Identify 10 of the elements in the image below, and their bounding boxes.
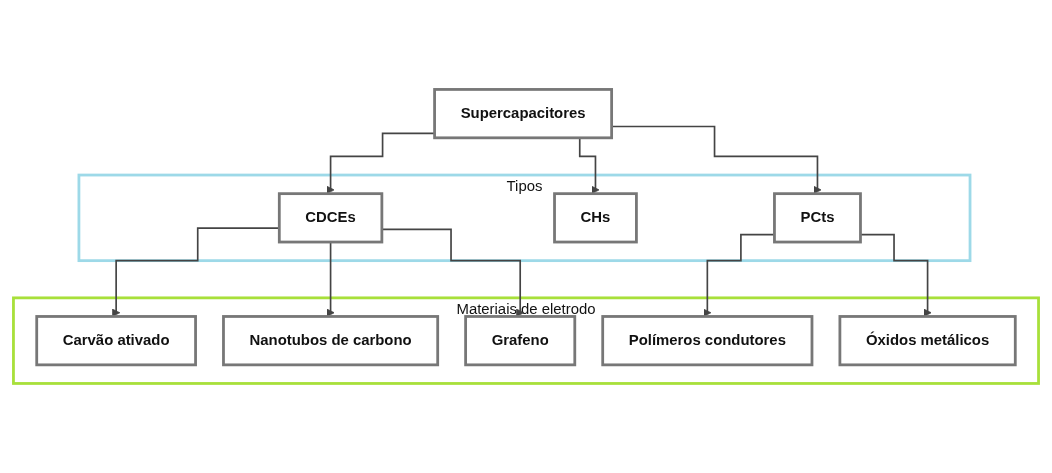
node-box: Supercapacitores [433,88,613,140]
node-box: Óxidos metálicos [838,315,1017,367]
node-box: PCts [773,192,862,244]
node-box: CDCEs [277,192,384,244]
node-box: Nanotubos de carbono [222,315,440,367]
node-box: Grafeno [464,315,577,367]
arrow [381,228,525,317]
node-box: Polímeros condutores [601,315,814,367]
node-box: Carvão ativado [35,315,197,367]
node-box: CHs [553,192,638,244]
